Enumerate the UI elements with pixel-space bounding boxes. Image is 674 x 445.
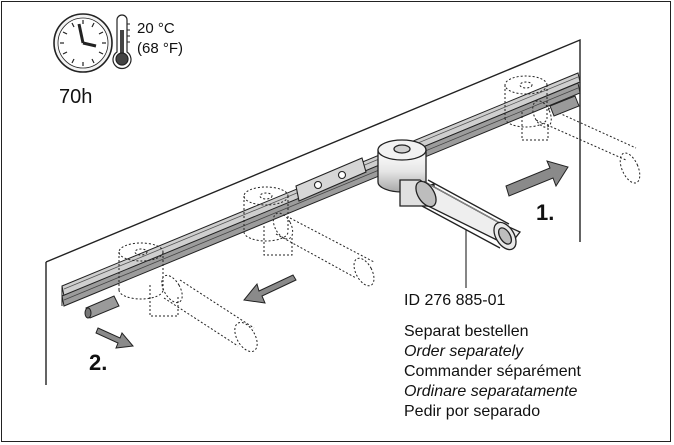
holder-solid (377, 139, 522, 251)
temperature-fahrenheit: (68 °F) (137, 40, 184, 57)
order-note-fr: Commander séparément (404, 363, 581, 380)
duration-label: 70h (59, 86, 93, 108)
move-arrow-down (95, 327, 134, 349)
step-1-label: 1. (536, 200, 555, 225)
temperature-celsius: 20 °C (137, 20, 175, 37)
part-id-label: ID 276 885-01 (404, 292, 506, 309)
clock-icon (53, 13, 113, 73)
order-note-it: Ordinare separatamente (404, 383, 578, 400)
order-note-es: Pedir por separado (404, 403, 541, 420)
holder-dashed-left (118, 242, 258, 353)
order-note-en: Order separately (404, 343, 524, 360)
holder-dashed-right (504, 75, 641, 184)
wall-panel (45, 38, 581, 385)
thermometer-icon (112, 14, 132, 70)
move-arrow-left (243, 274, 297, 304)
order-note-de: Separat bestellen (404, 323, 529, 340)
rail-pin-left (84, 295, 120, 319)
rail-pin-right (549, 95, 580, 117)
clamping-plate (295, 157, 367, 202)
holder-dashed-middle (243, 186, 375, 287)
move-arrow-right (505, 160, 569, 197)
step-2-label: 2. (89, 350, 108, 375)
